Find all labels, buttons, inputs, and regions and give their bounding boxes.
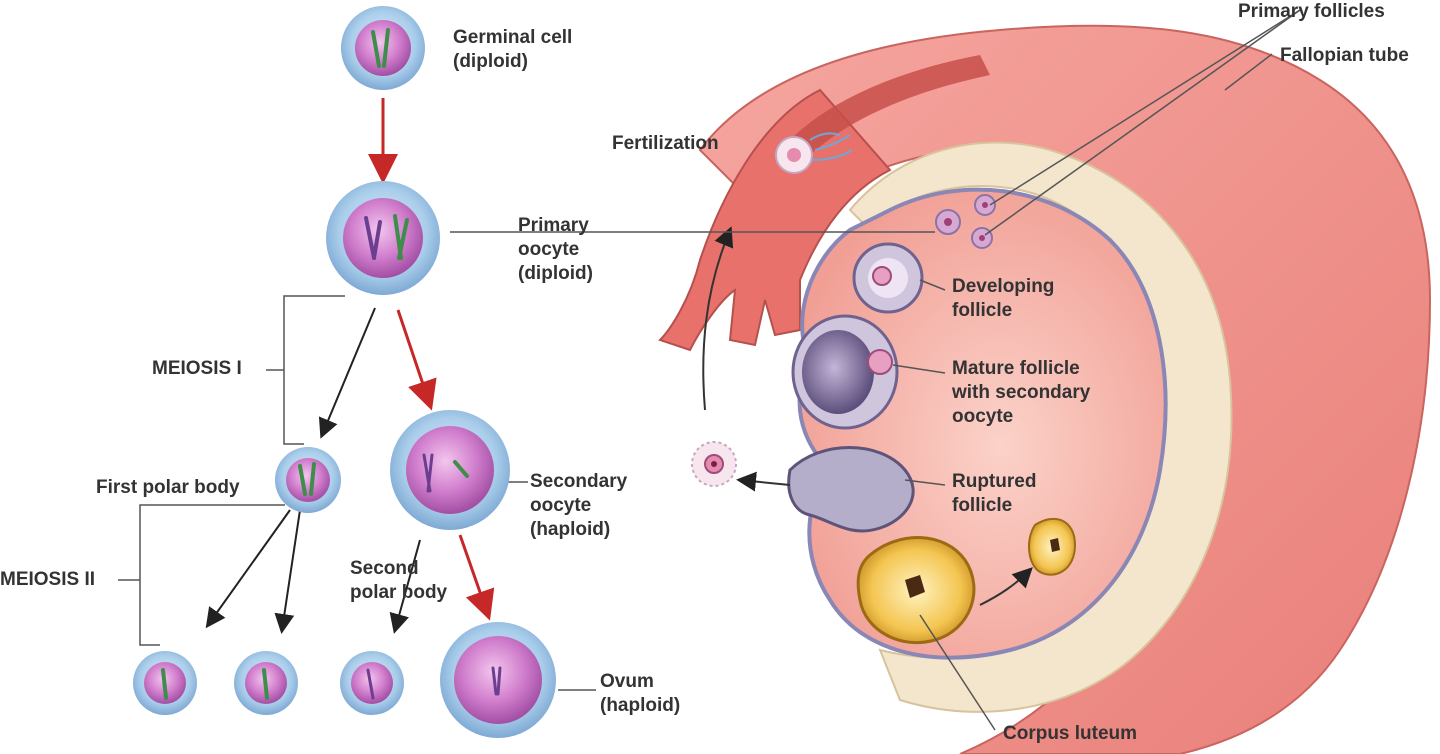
label-fertilization: Fertilization: [612, 133, 719, 154]
first-polar-body-cell: [275, 447, 341, 513]
polar-arrows: [205, 307, 421, 634]
developing-follicle: [852, 242, 924, 314]
second-polar-body-cell: [340, 651, 404, 715]
meiosis-brackets: [118, 295, 596, 691]
mature-follicle: [791, 314, 899, 430]
polar-body-cell-1: [133, 651, 197, 715]
label-ovum: Ovum(haploid): [600, 671, 681, 716]
primary-oocyte-cell: [326, 181, 440, 295]
ruptured-follicle: [787, 446, 915, 533]
arrow-secondary-to-ovum: [458, 534, 495, 621]
label-primary-follicles: Primary follicles: [1238, 1, 1385, 22]
label-germinal-cell: Germinal cell(diploid): [453, 27, 573, 72]
ovulation-arrow: [736, 471, 791, 492]
secondary-oocyte-cell: [390, 410, 510, 530]
label-meiosis-1: MEIOSIS I: [152, 358, 242, 379]
corpus-luteum: [856, 517, 1077, 645]
arrow-primary-to-secondary: [396, 309, 437, 411]
released-oocyte: [691, 441, 737, 487]
ovum-cell: [440, 622, 556, 738]
fertilization-egg: [775, 132, 853, 174]
germinal-cell: [341, 6, 425, 90]
corpus-arrow: [979, 567, 1033, 606]
polar-body-cell-2: [234, 651, 298, 715]
tube-lumen: [790, 55, 990, 160]
label-fallopian-tube: Fallopian tube: [1280, 45, 1409, 66]
label-meiosis-2: MEIOSIS II: [0, 569, 96, 590]
label-corpus-luteum: Corpus luteum: [1003, 723, 1138, 744]
right-leader-lines: [892, 9, 1301, 731]
egg-travel-arrow: [702, 226, 734, 411]
label-first-polar-body: First polar body: [96, 477, 240, 498]
